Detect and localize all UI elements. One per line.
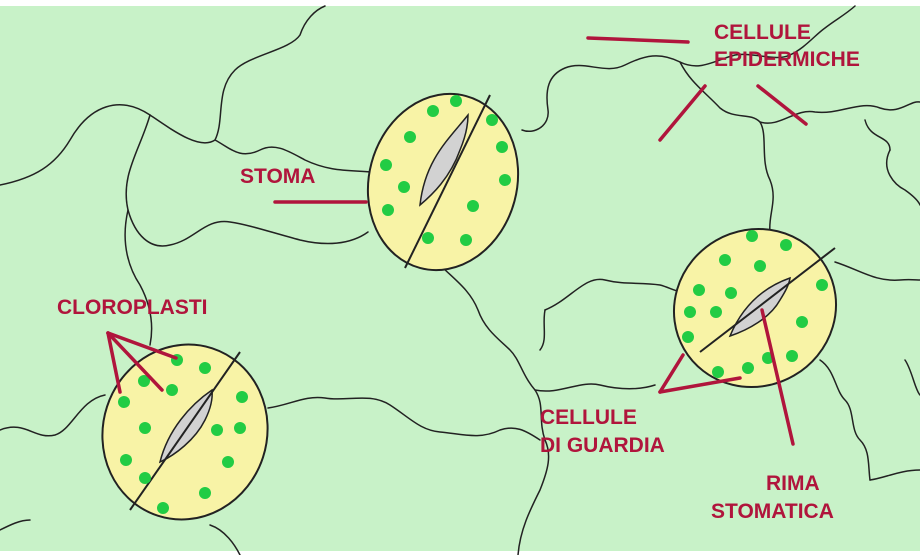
chloroplast bbox=[742, 362, 754, 374]
chloroplast bbox=[199, 487, 211, 499]
label-cellule-epidermiche-line1: CELLULE bbox=[714, 21, 811, 44]
frame-bottom bbox=[0, 551, 920, 555]
chloroplast bbox=[234, 422, 246, 434]
chloroplast bbox=[139, 472, 151, 484]
chloroplast bbox=[120, 454, 132, 466]
chloroplast bbox=[139, 422, 151, 434]
chloroplast bbox=[499, 174, 511, 186]
chloroplast bbox=[450, 95, 462, 107]
label-cellule-di-guardia-line2: DI GUARDIA bbox=[540, 434, 665, 457]
chloroplast bbox=[682, 331, 694, 343]
chloroplast bbox=[404, 131, 416, 143]
chloroplast bbox=[746, 230, 758, 242]
chloroplast bbox=[236, 391, 248, 403]
label-cellule-di-guardia-line1: CELLULE bbox=[540, 406, 637, 429]
chloroplast bbox=[118, 396, 130, 408]
label-rima-stomatica-line1: RIMA bbox=[766, 472, 820, 495]
chloroplast bbox=[486, 114, 498, 126]
chloroplast bbox=[496, 141, 508, 153]
chloroplast bbox=[427, 105, 439, 117]
chloroplast bbox=[786, 350, 798, 362]
chloroplast bbox=[211, 424, 223, 436]
chloroplast bbox=[398, 181, 410, 193]
chloroplast bbox=[460, 234, 472, 246]
label-stoma: STOMA bbox=[240, 165, 315, 188]
label-cellule-epidermiche-line2: EPIDERMICHE bbox=[714, 48, 860, 71]
chloroplast bbox=[166, 384, 178, 396]
chloroplast bbox=[467, 200, 479, 212]
chloroplast bbox=[710, 306, 722, 318]
chloroplast bbox=[719, 254, 731, 266]
chloroplast bbox=[796, 316, 808, 328]
label-cloroplasti: CLOROPLASTI bbox=[57, 296, 208, 319]
chloroplast bbox=[222, 456, 234, 468]
chloroplast bbox=[754, 260, 766, 272]
chloroplast bbox=[157, 502, 169, 514]
label-rima-stomatica-line2: STOMATICA bbox=[711, 500, 834, 523]
chloroplast bbox=[684, 306, 696, 318]
chloroplast bbox=[816, 279, 828, 291]
frame-top bbox=[0, 0, 920, 6]
chloroplast bbox=[380, 159, 392, 171]
chloroplast bbox=[382, 204, 394, 216]
chloroplast bbox=[693, 284, 705, 296]
chloroplast bbox=[780, 239, 792, 251]
chloroplast bbox=[199, 362, 211, 374]
chloroplast bbox=[712, 366, 724, 378]
chloroplast bbox=[725, 287, 737, 299]
chloroplast bbox=[422, 232, 434, 244]
